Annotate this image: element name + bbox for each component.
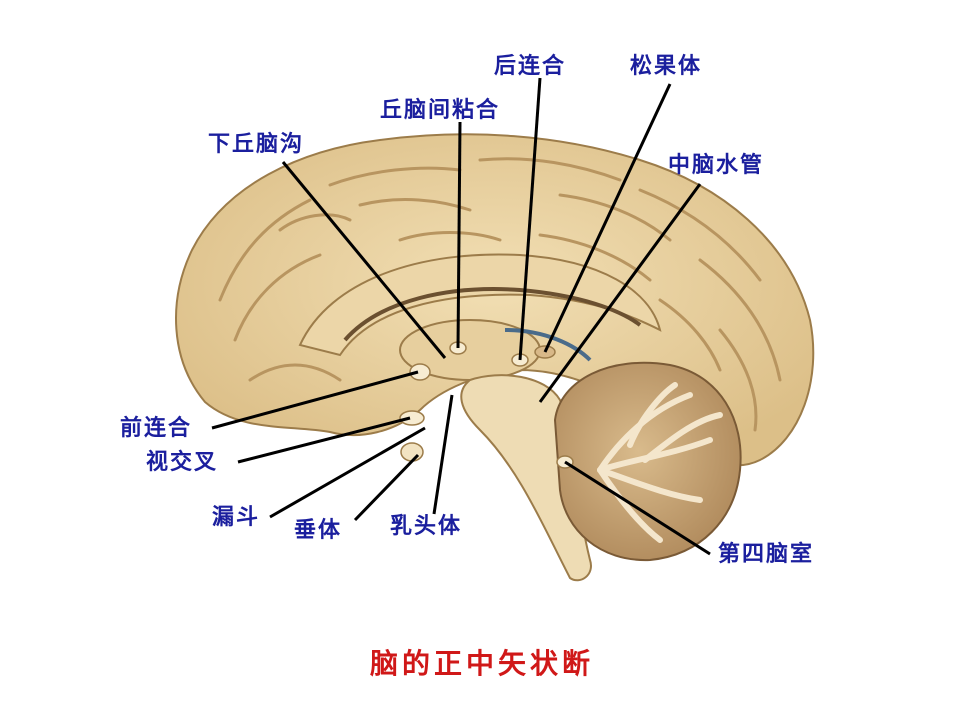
label-fourth-ventricle: 第四脑室 xyxy=(718,542,815,567)
label-hypophysis: 垂体 xyxy=(294,518,343,543)
label-optic-chiasm: 视交叉 xyxy=(146,450,219,475)
label-infundibulum: 漏斗 xyxy=(212,505,261,530)
leader-lines xyxy=(211,77,711,556)
corpus-callosum xyxy=(298,253,662,357)
label-interthalamic-adhesion: 丘脑间粘合 xyxy=(380,98,501,123)
figure-caption: 脑的正中矢状断 xyxy=(370,647,595,680)
label-hypothalamic-sulcus: 下丘脑沟 xyxy=(208,132,305,157)
gyri-pattern xyxy=(218,157,782,432)
label-pineal-body: 松果体 xyxy=(630,54,703,79)
pituitary-shape xyxy=(400,442,424,462)
arbor-vitae xyxy=(597,382,723,543)
label-mammillary-body: 乳头体 xyxy=(390,514,463,539)
label-posterior-commissure: 后连合 xyxy=(494,54,567,79)
label-cerebral-aqueduct: 中脑水管 xyxy=(668,153,765,178)
label-anterior-commissure: 前连合 xyxy=(120,416,193,441)
